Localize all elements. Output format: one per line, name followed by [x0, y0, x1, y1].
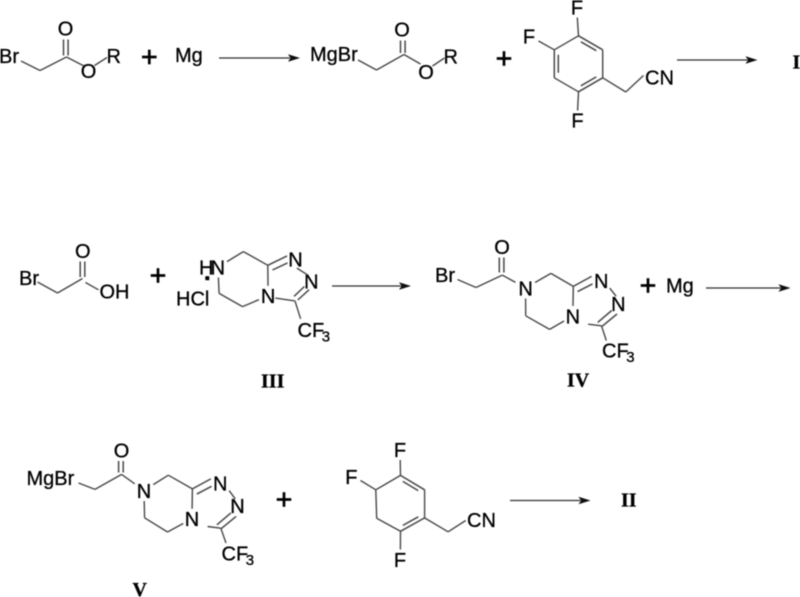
svg-text:MgBr: MgBr [27, 468, 75, 490]
svg-text:O: O [58, 18, 74, 40]
svg-text:OH: OH [100, 282, 130, 304]
svg-text:I: I [793, 52, 800, 74]
svg-text:MgBr: MgBr [310, 44, 358, 66]
svg-text:R: R [107, 46, 121, 68]
svg-text:O: O [114, 440, 130, 462]
svg-text:N: N [261, 286, 275, 308]
svg-text:O: O [394, 19, 410, 41]
svg-text:N: N [594, 271, 608, 293]
svg-text:F: F [345, 467, 357, 489]
svg-text:IV: IV [567, 370, 590, 392]
svg-text:R: R [444, 47, 458, 69]
svg-text:N: N [304, 272, 318, 294]
svg-text:N: N [230, 496, 244, 518]
svg-text:N: N [185, 509, 199, 531]
svg-text:3: 3 [626, 349, 634, 366]
svg-text:CN: CN [467, 510, 496, 532]
svg-text:N: N [566, 306, 580, 328]
svg-text:3: 3 [246, 552, 254, 569]
svg-text:F: F [523, 26, 535, 48]
svg-text:N: N [611, 294, 625, 316]
svg-text:N: N [213, 473, 227, 495]
svg-text:F: F [571, 0, 583, 19]
svg-text:F: F [571, 110, 583, 132]
svg-text:CF: CF [298, 320, 325, 342]
svg-text:CF: CF [222, 544, 249, 566]
svg-text:H: H [199, 257, 213, 279]
svg-text:II: II [621, 490, 637, 512]
svg-text:N: N [211, 257, 225, 279]
svg-text:N: N [518, 278, 532, 300]
svg-text:Mg: Mg [666, 276, 694, 298]
svg-text:V: V [133, 579, 148, 597]
svg-text:O: O [81, 61, 97, 83]
svg-text:HCl: HCl [176, 288, 209, 310]
svg-text:3: 3 [322, 328, 330, 345]
svg-text:F: F [394, 440, 406, 462]
svg-text:O: O [418, 62, 434, 84]
svg-text:N: N [137, 481, 151, 503]
svg-text:Br: Br [19, 268, 39, 290]
svg-text:F: F [394, 550, 406, 572]
svg-text:III: III [261, 371, 285, 393]
svg-text:N: N [288, 250, 302, 272]
svg-text:CN: CN [645, 67, 674, 89]
svg-text:O: O [494, 237, 510, 259]
svg-text:Mg: Mg [175, 45, 203, 67]
svg-text:O: O [75, 241, 91, 263]
svg-text:CF: CF [602, 341, 629, 363]
svg-text:Br: Br [0, 46, 19, 68]
svg-text:Br: Br [435, 265, 455, 287]
